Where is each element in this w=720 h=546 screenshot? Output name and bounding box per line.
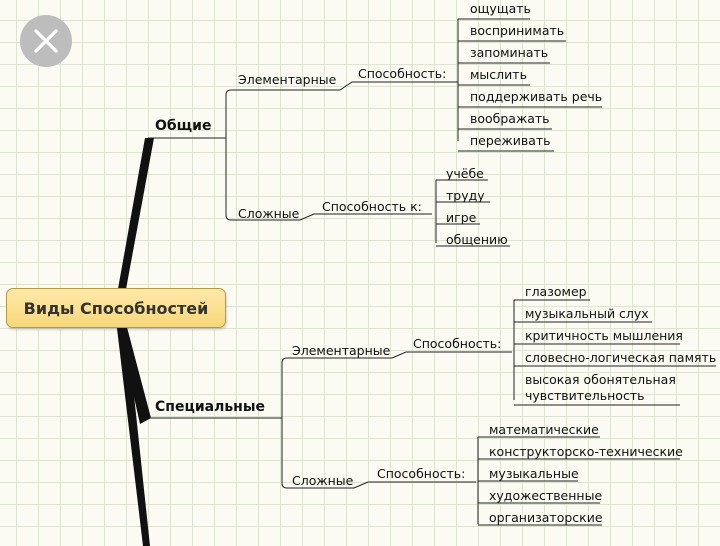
list-item[interactable]: организаторские <box>489 510 603 525</box>
close-icon <box>34 29 58 53</box>
special-elementary-connector: Способность: <box>413 336 502 351</box>
list-item[interactable]: глазомер <box>525 284 587 299</box>
list-item[interactable]: музыкальные <box>489 466 579 481</box>
branch-general[interactable]: Общие <box>155 118 212 134</box>
general-elementary-label[interactable]: Элементарные <box>238 72 337 87</box>
list-item[interactable]: поддерживать речь <box>470 89 603 104</box>
list-item[interactable]: ощущать <box>470 1 531 16</box>
list-item[interactable]: труду <box>446 188 485 203</box>
list-item[interactable]: конструкторско-технические <box>489 444 683 459</box>
list-item[interactable]: словесно-логическая память <box>525 350 717 365</box>
list-item[interactable]: музыкальный слух <box>525 306 649 321</box>
special-complex-connector: Способность: <box>377 466 466 481</box>
list-item[interactable]: высокая обонятельная <box>525 372 676 387</box>
special-elementary-label[interactable]: Элементарные <box>292 343 391 358</box>
list-item[interactable]: чувствительность <box>525 388 645 403</box>
general-complex-connector: Способность к: <box>322 199 422 214</box>
branch-special[interactable]: Специальные <box>155 399 266 415</box>
list-item[interactable]: математические <box>489 422 599 437</box>
list-item[interactable]: общению <box>446 232 508 247</box>
general-complex-label[interactable]: Сложные <box>238 206 300 221</box>
list-item[interactable]: игре <box>446 210 477 225</box>
list-item[interactable]: критичность мышления <box>525 328 683 343</box>
root-node[interactable]: Виды Способностей <box>6 288 226 328</box>
special-complex-label[interactable]: Сложные <box>292 473 354 488</box>
list-item[interactable]: художественные <box>489 488 603 503</box>
list-item[interactable]: переживать <box>470 133 551 148</box>
list-item[interactable]: воспринимать <box>470 23 565 38</box>
general-elementary-connector: Способность: <box>358 66 447 81</box>
list-item[interactable]: запоминать <box>470 45 549 60</box>
close-button[interactable] <box>20 15 72 67</box>
list-item[interactable]: учёбе <box>446 166 484 181</box>
list-item[interactable]: воображать <box>470 111 550 126</box>
list-item[interactable]: мыслить <box>470 67 527 82</box>
